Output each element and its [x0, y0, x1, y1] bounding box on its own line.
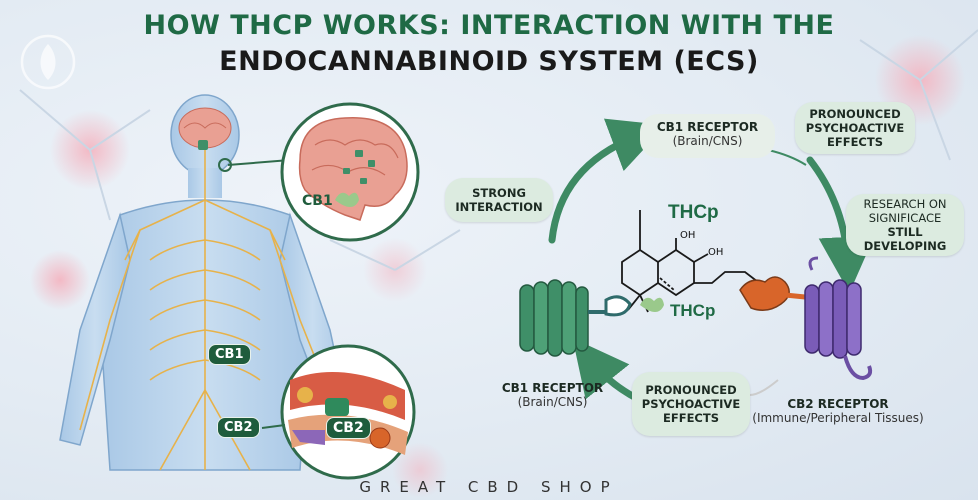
- top-cb1-receptor-label: CB1 RECEPTOR (Brain/CNS): [640, 114, 775, 158]
- left-cb1-name: CB1 RECEPTOR: [501, 381, 604, 395]
- tissue-inset-cb2-badge: CB2: [326, 417, 371, 439]
- right-cb2-location: (Immune/Peripheral Tissues): [752, 411, 924, 425]
- title-line-1: HOW THCP WORKS: INTERACTION WITH THE: [143, 10, 835, 41]
- strong-interaction-bubble: STRONG INTERACTION: [445, 178, 553, 222]
- research-bold: STILL DEVELOPING: [863, 225, 947, 253]
- research-developing-bubble: RESEARCH ON SIGNIFICACE STILL DEVELOPING: [846, 194, 964, 256]
- tissue-inset: [280, 344, 416, 480]
- cb1-receptor-shape: [519, 279, 664, 357]
- oh-label-2: OH: [708, 247, 724, 258]
- top-right-effects-bubble: PRONOUNCED PSYCHOACTIVE EFFECTS: [795, 102, 915, 154]
- cb2-receptor-shape: [739, 256, 873, 381]
- molecule-name: THCp: [668, 202, 719, 223]
- right-cb2-receptor-label: CB2 RECEPTOR (Immune/Peripheral Tissues): [748, 397, 928, 426]
- bottom-effects-bubble: PRONOUNCED PSYCHOACTIVE EFFECTS: [632, 372, 750, 436]
- right-cb2-name: CB2 RECEPTOR: [787, 397, 889, 411]
- left-cb1-location: (Brain/CNS): [517, 395, 588, 409]
- brain-inset-cb1-label: CB1: [302, 193, 333, 209]
- oh-label-1: OH: [680, 230, 696, 241]
- top-cb1-location: (Brain/CNS): [672, 134, 743, 148]
- leaf-logo-icon: [20, 34, 76, 90]
- brain-connector: [227, 159, 291, 166]
- footer-brand: GREAT CBD SHOP: [359, 478, 619, 496]
- top-cb1-name: CB1 RECEPTOR: [656, 120, 759, 134]
- research-prefix: RESEARCH ON SIGNIFICACE: [863, 197, 947, 225]
- spine-cb1-badge: CB1: [208, 344, 251, 365]
- cycle-arrows: [548, 118, 875, 404]
- tissue-connector: [261, 424, 286, 429]
- left-cb1-receptor-label: CB1 RECEPTOR (Brain/CNS): [490, 381, 615, 410]
- lower-body-cb2-badge: CB2: [217, 417, 260, 438]
- ligand-name: THCp: [670, 301, 716, 320]
- title-line-2: ENDOCANNABINOID SYSTEM (ECS): [219, 46, 759, 77]
- thcp-molecule: [621, 210, 759, 313]
- brain-inset: [280, 102, 420, 242]
